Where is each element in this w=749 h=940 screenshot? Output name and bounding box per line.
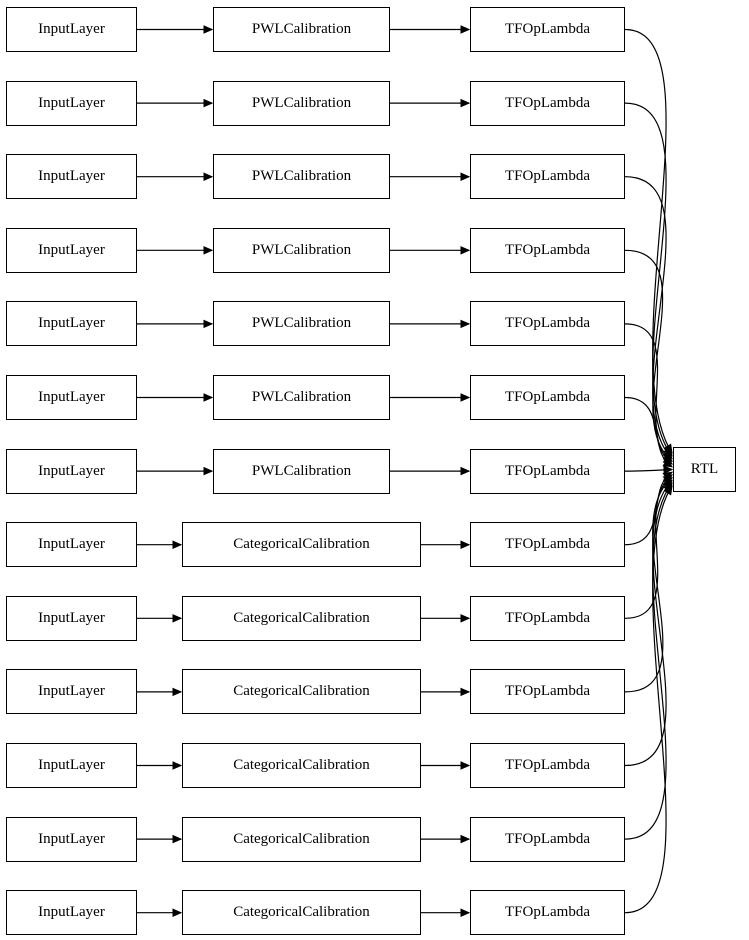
- arrow-head: [460, 908, 471, 917]
- node-input-layer: InputLayer: [6, 375, 137, 420]
- node-tf-op-lambda: TFOpLambda: [470, 7, 625, 52]
- node-rtl-output: RTL: [673, 447, 736, 492]
- arrow-head: [460, 466, 471, 476]
- arrow-head: [662, 458, 674, 468]
- arrow-head: [172, 687, 183, 697]
- arrow-head: [460, 687, 471, 697]
- arrow-head: [172, 908, 183, 917]
- node-input-layer: InputLayer: [6, 80, 137, 126]
- arrow-head: [460, 614, 471, 623]
- arrow-head: [203, 393, 214, 402]
- edge: [624, 474, 673, 619]
- arrow-head: [663, 446, 673, 457]
- edge: [624, 176, 673, 459]
- arrow-head: [203, 98, 214, 108]
- arrow-head: [460, 25, 471, 34]
- arrow-head: [460, 393, 471, 402]
- edge: [624, 28, 673, 454]
- node-tf-op-lambda: TFOpLambda: [470, 448, 625, 494]
- node-calibration: PWLCalibration: [213, 80, 390, 126]
- arrow-head: [460, 98, 471, 108]
- node-calibration: PWLCalibration: [213, 7, 390, 52]
- node-calibration: CategoricalCalibration: [182, 522, 421, 568]
- arrow-head: [663, 443, 673, 455]
- arrow-head: [172, 614, 183, 623]
- node-input-layer: InputLayer: [6, 669, 137, 715]
- arrow-head: [663, 482, 673, 493]
- node-calibration: PWLCalibration: [213, 227, 390, 273]
- node-calibration: CategoricalCalibration: [182, 816, 421, 862]
- arrow-head: [203, 246, 214, 255]
- arrow-head: [460, 834, 471, 844]
- node-input-layer: InputLayer: [6, 7, 137, 52]
- arrow-head: [662, 474, 673, 484]
- edge: [624, 471, 673, 546]
- node-tf-op-lambda: TFOpLambda: [470, 669, 625, 715]
- edge: [624, 396, 673, 468]
- arrow-head: [460, 172, 471, 181]
- arrow-head: [663, 465, 674, 475]
- node-tf-op-lambda: TFOpLambda: [470, 154, 625, 200]
- node-calibration: CategoricalCalibration: [182, 890, 421, 936]
- node-calibration: CategoricalCalibration: [182, 743, 421, 788]
- node-input-layer: InputLayer: [6, 227, 137, 273]
- node-calibration: PWLCalibration: [213, 154, 390, 200]
- arrow-head: [662, 455, 673, 465]
- node-input-layer: InputLayer: [6, 743, 137, 788]
- arrow-head: [662, 471, 674, 481]
- edge: [624, 480, 673, 767]
- arrow-head: [460, 319, 471, 329]
- node-input-layer: InputLayer: [6, 816, 137, 862]
- node-tf-op-lambda: TFOpLambda: [470, 595, 625, 641]
- arrow-head: [663, 484, 673, 496]
- node-tf-op-lambda: TFOpLambda: [470, 80, 625, 126]
- arrow-head: [172, 540, 183, 549]
- edge: [624, 102, 673, 457]
- node-tf-op-lambda: TFOpLambda: [470, 743, 625, 788]
- arrow-head: [662, 452, 673, 463]
- arrow-head: [662, 476, 673, 487]
- arrow-head: [460, 246, 471, 255]
- edge: [624, 468, 673, 472]
- arrow-head: [460, 761, 471, 770]
- node-input-layer: InputLayer: [6, 448, 137, 494]
- edge: [624, 477, 673, 693]
- arrow-head: [203, 172, 214, 181]
- arrow-head: [662, 479, 673, 490]
- node-tf-op-lambda: TFOpLambda: [470, 816, 625, 862]
- node-input-layer: InputLayer: [6, 301, 137, 347]
- node-tf-op-lambda: TFOpLambda: [470, 301, 625, 347]
- node-tf-op-lambda: TFOpLambda: [470, 522, 625, 568]
- node-tf-op-lambda: TFOpLambda: [470, 890, 625, 936]
- arrow-head: [203, 466, 214, 476]
- node-calibration: PWLCalibration: [213, 301, 390, 347]
- arrow-head: [203, 25, 214, 34]
- arrow-head: [172, 761, 183, 770]
- node-tf-op-lambda: TFOpLambda: [470, 375, 625, 420]
- arrow-head: [460, 540, 471, 549]
- arrow-head: [203, 319, 214, 329]
- edge: [624, 249, 673, 462]
- node-input-layer: InputLayer: [6, 595, 137, 641]
- arrow-head: [662, 449, 673, 460]
- node-calibration: CategoricalCalibration: [182, 595, 421, 641]
- node-input-layer: InputLayer: [6, 522, 137, 568]
- arrow-head: [172, 834, 183, 844]
- edge: [624, 485, 673, 914]
- node-calibration: PWLCalibration: [213, 375, 390, 420]
- node-calibration: PWLCalibration: [213, 448, 390, 494]
- node-calibration: CategoricalCalibration: [182, 669, 421, 715]
- edge: [624, 482, 673, 840]
- node-input-layer: InputLayer: [6, 154, 137, 200]
- edge: [624, 323, 673, 465]
- node-tf-op-lambda: TFOpLambda: [470, 227, 625, 273]
- node-input-layer: InputLayer: [6, 890, 137, 936]
